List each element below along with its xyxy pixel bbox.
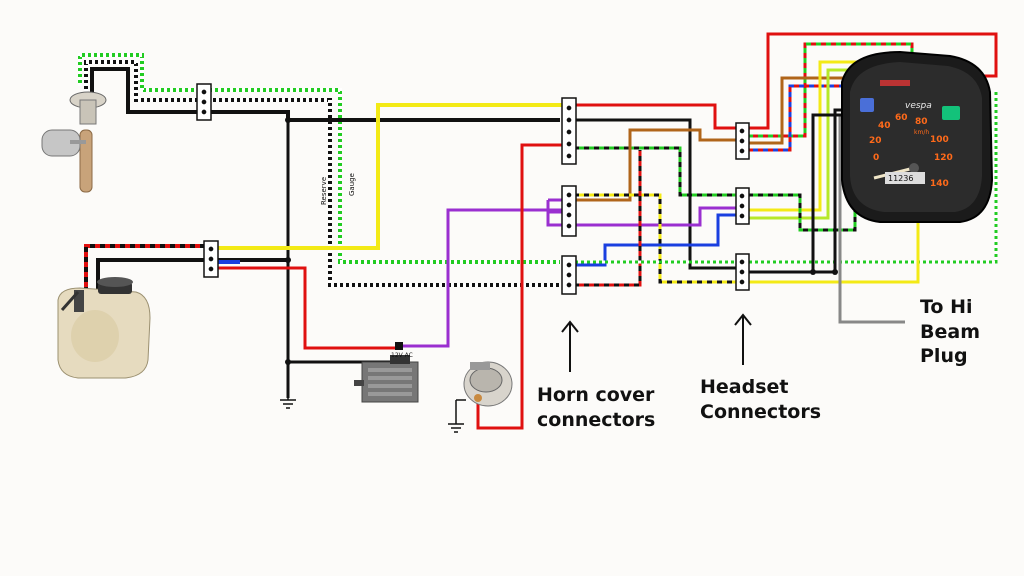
wire-blue-horn [574,213,738,267]
connector-horn-3 [561,255,577,295]
junction-dot [810,269,816,275]
junction-dot [285,257,291,263]
connector-headset-3 [735,253,750,291]
wire-yellow-black-horn [574,193,738,284]
speed-tick: 100 [930,135,949,145]
wire-black-earth-speedo-2 [811,113,845,272]
connector-headset-2 [735,187,750,225]
connector-horn-1 [561,97,577,165]
speed-tick: 0 [873,153,879,163]
connector-blocks [196,83,750,295]
speedometer-unit: km/h [914,129,929,136]
wire-fuel-sender-black-white [84,60,560,287]
junction-dots [285,117,838,365]
speed-tick: 40 [878,121,891,131]
wire-yellow-lower [748,200,920,284]
wire-red-regulator [218,266,398,350]
speedometer-scale: 0 20 40 60 80 100 120 140 [869,113,953,189]
wire-purple-regulator [400,208,564,348]
wire-green-dotted-lower-white [560,90,998,264]
reserve-wire-label: Reserve [320,177,328,205]
headset-label-line1: Headset [700,376,789,398]
wire-purple-horn [546,198,738,227]
headset-label-line2: Connectors [700,401,821,423]
connector-fuel [196,83,212,121]
speed-tick: 120 [934,153,953,163]
wire-fuel-sender-green-white [78,53,560,264]
up-arrow-icon [561,320,579,372]
gauge-wire-label: Gauge [348,173,356,196]
junction-dot [285,359,291,365]
headset-connectors-label: Headset Connectors [700,376,821,423]
wire-green-black-horn [574,146,738,197]
ac-voltage-label: 12V AC [391,352,413,359]
horn-illustration [463,361,513,407]
wire-red-top [574,103,738,130]
wire-oil-tank-red-black [84,244,205,292]
earth-symbol [280,398,296,409]
hi-beam-plug-label: To Hi Beam Plug [920,296,980,367]
hi-beam-label-line1: To Hi [920,296,973,318]
fuel-sender-illustration [41,91,107,193]
speed-tick: 60 [895,113,908,123]
speed-tick: 140 [930,179,949,189]
up-arrow-icon [734,313,752,365]
wire-black-earth-speedo [748,108,850,274]
wire-fuel-sender-black [90,67,560,122]
regulator-illustration [354,355,419,403]
speedometer-brand: vespa [905,101,932,111]
wire-brown-horn [574,128,738,202]
wire-yellow-oil [218,103,564,250]
horn-cover-label-line2: connectors [537,409,655,431]
earth-symbol [448,399,466,433]
wire-brown-speedo [748,76,880,145]
wire-blue-red-speedo [748,84,870,152]
hi-beam-label-line2: Beam [920,321,980,343]
junction-dot [285,117,291,123]
horn-cover-label-line1: Horn cover [537,384,655,406]
oil-tank-illustration [57,277,151,379]
connector-horn-2 [561,185,577,237]
horn-cover-connectors-label: Horn cover connectors [537,384,655,431]
connector-oil [203,240,219,278]
junction-dot [832,269,838,275]
hi-beam-label-line3: Plug [920,345,968,367]
wire-red-horn [476,143,564,430]
speed-tick: 20 [869,136,882,146]
connector-headset-1 [735,122,750,160]
speedometer-illustration [841,50,994,223]
wire-red-black-lower [574,150,642,287]
odometer-reading: 11236 [888,174,913,183]
speed-tick: 80 [915,117,928,127]
junction-square [395,342,403,350]
odometer-window [885,172,925,184]
wire-red-speedo [748,32,998,130]
